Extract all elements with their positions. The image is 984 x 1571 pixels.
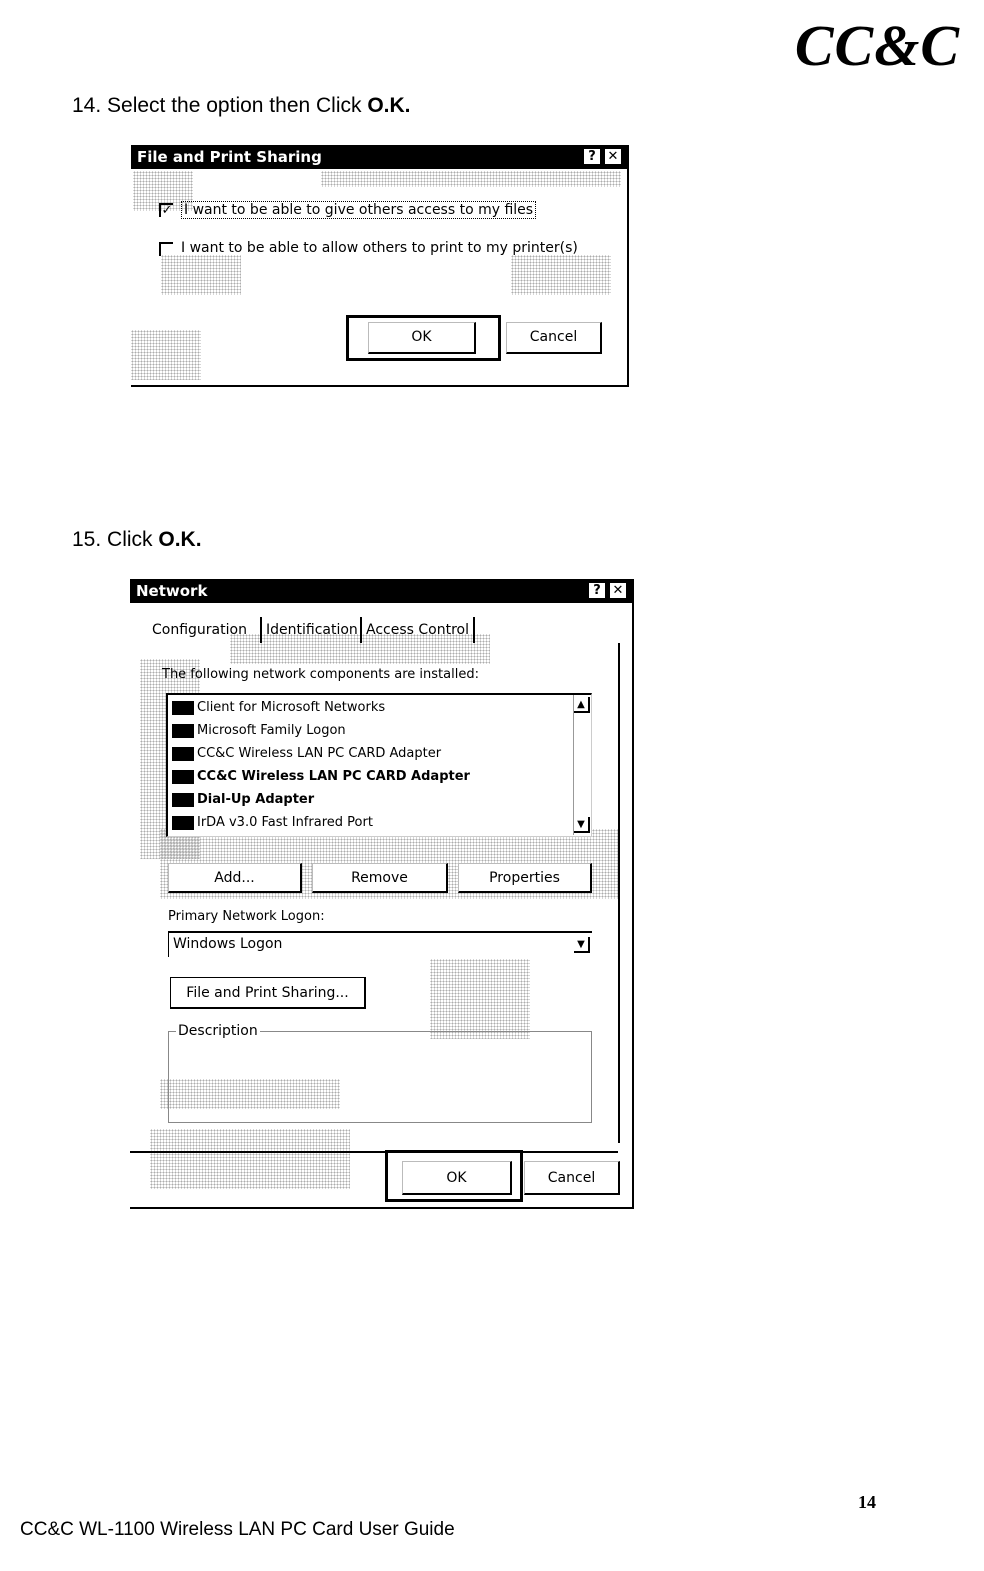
scan-noise <box>430 959 530 1039</box>
ok-highlight-frame <box>385 1150 523 1202</box>
scan-noise <box>131 330 201 380</box>
dialog-title: Network <box>136 582 208 600</box>
list-item[interactable]: Client for Microsoft Networks <box>172 697 385 719</box>
tab-identification[interactable]: Identification <box>260 617 362 643</box>
primary-logon-value: Windows Logon <box>173 936 283 952</box>
tab-panel-edge <box>618 643 620 1143</box>
ok-button[interactable]: OK <box>368 322 476 354</box>
close-icon[interactable]: ✕ <box>609 582 627 599</box>
primary-logon-select[interactable]: Windows Logon ▼ <box>168 931 592 957</box>
network-adapter-icon <box>172 769 194 784</box>
add-button[interactable]: Add... <box>168 863 302 893</box>
panel-bottom-edge <box>130 1151 618 1153</box>
ok-button[interactable]: OK <box>402 1161 512 1195</box>
network-adapter-icon <box>172 792 194 807</box>
scroll-up-icon[interactable]: ▲ <box>574 697 590 713</box>
network-dialog: Network ? ✕ Configuration Identification… <box>130 579 634 1209</box>
scan-noise <box>511 255 611 295</box>
network-client-icon <box>172 723 194 738</box>
components-list[interactable]: Client for Microsoft Networks Microsoft … <box>166 693 592 837</box>
scan-noise <box>161 255 241 295</box>
files-access-checkbox[interactable]: ✓ <box>159 203 173 217</box>
tab-configuration[interactable]: Configuration <box>152 622 247 638</box>
dialog-titlebar: Network <box>130 579 632 603</box>
network-client-icon <box>172 700 194 715</box>
step-14-instruction: 14. Select the option then Click O.K. <box>72 94 411 118</box>
installed-components-label: The following network components are ins… <box>162 667 479 682</box>
file-print-sharing-dialog: File and Print Sharing ? ✕ ✓ I want to b… <box>131 145 629 387</box>
step-15-bold: O.K. <box>158 528 202 551</box>
dialog-title: File and Print Sharing <box>137 148 322 166</box>
printer-access-checkbox[interactable] <box>159 242 173 256</box>
step-14-bold: O.K. <box>367 94 411 117</box>
step-15-instruction: 15. Click O.K. <box>72 528 202 552</box>
scroll-down-icon[interactable]: ▼ <box>574 817 590 833</box>
help-icon[interactable]: ? <box>583 148 601 165</box>
description-group <box>168 1031 592 1123</box>
printer-access-label[interactable]: I want to be able to allow others to pri… <box>181 240 578 256</box>
scan-noise <box>321 171 621 187</box>
chevron-down-icon[interactable]: ▼ <box>574 937 590 953</box>
list-item[interactable]: CC&C Wireless LAN PC CARD Adapter <box>172 766 470 788</box>
cancel-button[interactable]: Cancel <box>506 322 602 354</box>
list-item[interactable]: IrDA v3.0 Fast Infrared Port <box>172 812 373 834</box>
brand-logo: CC&C <box>794 13 960 78</box>
scan-noise <box>160 1079 340 1109</box>
cancel-button[interactable]: Cancel <box>524 1161 620 1195</box>
step-14-text: 14. Select the option then Click <box>72 94 368 117</box>
list-item[interactable]: Dial-Up Adapter <box>172 789 314 811</box>
step-15-text: 15. Click <box>72 528 159 551</box>
close-icon[interactable]: ✕ <box>604 148 622 165</box>
network-adapter-icon <box>172 815 194 830</box>
dialog-titlebar: File and Print Sharing <box>131 145 627 169</box>
tab-access-control[interactable]: Access Control <box>360 617 475 643</box>
file-print-sharing-button[interactable]: File and Print Sharing... <box>170 977 366 1009</box>
scan-noise <box>150 1129 350 1189</box>
ok-highlight-frame <box>346 315 501 361</box>
help-icon[interactable]: ? <box>588 582 606 599</box>
primary-logon-label: Primary Network Logon: <box>168 909 325 924</box>
page-number: 14 <box>858 1492 876 1512</box>
remove-button[interactable]: Remove <box>312 863 448 893</box>
description-label: Description <box>176 1023 260 1039</box>
footer-guide-title: CC&C WL-1100 Wireless LAN PC Card User G… <box>20 1519 455 1540</box>
list-scrollbar[interactable]: ▲ ▼ <box>573 695 591 835</box>
list-item[interactable]: CC&C Wireless LAN PC CARD Adapter <box>172 743 441 765</box>
tab-strip: Configuration Identification Access Cont… <box>148 617 488 645</box>
list-item[interactable]: Microsoft Family Logon <box>172 720 346 742</box>
files-access-label[interactable]: I want to be able to give others access … <box>181 201 537 219</box>
network-adapter-icon <box>172 746 194 761</box>
properties-button[interactable]: Properties <box>458 863 592 893</box>
